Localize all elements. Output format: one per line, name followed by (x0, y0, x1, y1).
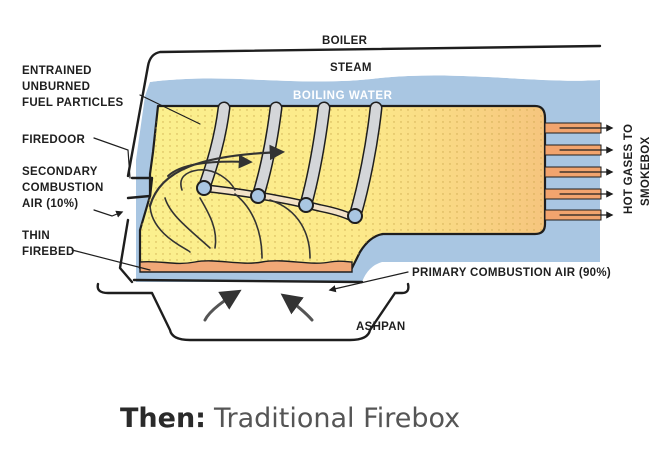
caption-bold: Then: (120, 403, 206, 434)
leader-lines (71, 94, 409, 293)
label-thin-firebed-1: THIN (22, 230, 50, 242)
label-secondary-air-3: AIR (10%) (22, 198, 78, 210)
label-secondary-air-2: COMBUSTION (22, 182, 104, 194)
primary-air-arrows (203, 289, 314, 322)
hot-gas-streams (544, 122, 614, 221)
label-entrained-3: FUEL PARTICLES (22, 97, 124, 109)
label-boiler: BOILER (322, 35, 368, 47)
label-hot-gases-2: SMOKEBOX (640, 136, 652, 206)
label-entrained-2: UNBURNED (22, 81, 90, 93)
label-primary-air: PRIMARY COMBUSTION AIR (90%) (412, 267, 611, 279)
arch-tube-ends (196, 180, 363, 224)
caption-light: Traditional Firebox (213, 403, 460, 434)
label-boiling-water: BOILING WATER (293, 90, 393, 102)
boiler-shell-lower (118, 218, 134, 284)
gas-flow-arrows (148, 144, 311, 259)
firebed (139, 260, 353, 273)
label-hot-gases-1: HOT GASES TO (623, 124, 635, 214)
steam-region (150, 46, 600, 82)
label-ashpan: ASHPAN (356, 321, 406, 333)
label-thin-firebed-2: FIREBED (22, 246, 75, 258)
caption: Then:Traditional Firebox (120, 403, 460, 434)
firedoor (126, 176, 154, 200)
ashpan (96, 282, 410, 342)
boiler-shell (126, 44, 602, 178)
label-firedoor: FIREDOOR (22, 134, 85, 146)
label-steam: STEAM (330, 62, 372, 74)
grate (132, 278, 364, 284)
label-secondary-air-1: SECONDARY (22, 166, 98, 178)
firebox-dot-texture (140, 106, 545, 268)
label-entrained-1: ENTRAINED (22, 65, 92, 77)
